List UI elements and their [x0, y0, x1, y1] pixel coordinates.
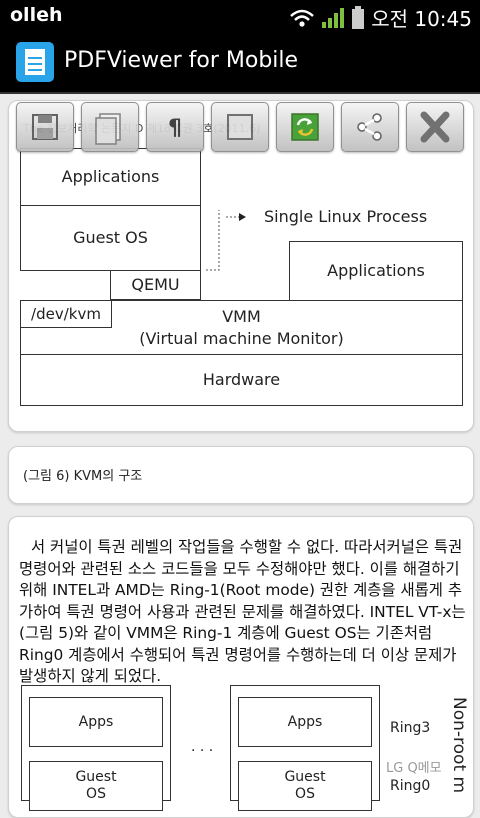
diagram-dev-kvm: /dev/kvm [20, 300, 112, 328]
share-button[interactable] [341, 102, 399, 152]
body-paragraph: 서 커널이 특권 레벨의 작업들을 수행할 수 없다. 따라서커널은 특권 명령… [19, 538, 466, 685]
ring0-label: Ring0 [390, 778, 431, 794]
diagram-hardware: Hardware [20, 354, 463, 406]
diagram-applications: Applications [20, 148, 201, 206]
carrier-name: olleh [10, 4, 63, 26]
pdf-document-icon [16, 42, 54, 82]
save-icon [32, 114, 58, 140]
non-root-mode-label: Non-root m [449, 697, 469, 794]
signal-icon [322, 7, 345, 28]
close-button[interactable] [406, 102, 464, 152]
diagram-single-linux-process: Single Linux Process [264, 207, 428, 226]
app-title-bar: PDFViewer for Mobile [0, 32, 480, 94]
status-clock: 오전 10:45 [371, 7, 472, 31]
status-bar: olleh 오전 10:45 [0, 0, 480, 32]
app-title: PDFViewer for Mobile [64, 48, 299, 73]
ring3-label: Ring3 [390, 720, 431, 736]
refresh-button[interactable] [276, 102, 334, 152]
page-icon [95, 113, 121, 145]
wifi-icon [290, 9, 315, 27]
page-button[interactable] [81, 102, 139, 152]
diagram-applications-host: Applications [289, 241, 463, 301]
apps-box-left: Apps [29, 697, 163, 747]
apps-box-right: Apps [238, 697, 372, 747]
pdf-page-caption[interactable]: (그림 6) KVM의 구조 [8, 446, 474, 504]
vm-ellipsis: · · · [191, 743, 214, 759]
process-connector-arrow [206, 210, 246, 271]
kvm-diagram: Applications Guest OS QEMU VMM (Virtual … [9, 101, 473, 431]
close-icon [420, 111, 450, 143]
text-button[interactable]: ¶ [146, 102, 204, 152]
diagram-qemu: QEMU [110, 270, 201, 300]
refresh-icon [291, 113, 319, 141]
lg-qmemo-watermark: LG Q메모 [386, 761, 442, 776]
pilcrow-icon: ¶ [168, 116, 182, 141]
figure-caption: (그림 6) KVM의 구조 [23, 469, 143, 484]
battery-icon [352, 5, 365, 29]
pdf-page-text[interactable]: 서 커널이 특권 레벨의 작업들을 수행할 수 없다. 따라서커널은 특권 명령… [8, 516, 474, 818]
svg-text:¶: ¶ [168, 116, 182, 141]
save-button[interactable] [16, 102, 74, 152]
diagram-guest-os: Guest OS [20, 205, 201, 271]
fit-button[interactable] [211, 102, 269, 152]
share-icon [357, 113, 382, 141]
square-icon [227, 114, 253, 140]
